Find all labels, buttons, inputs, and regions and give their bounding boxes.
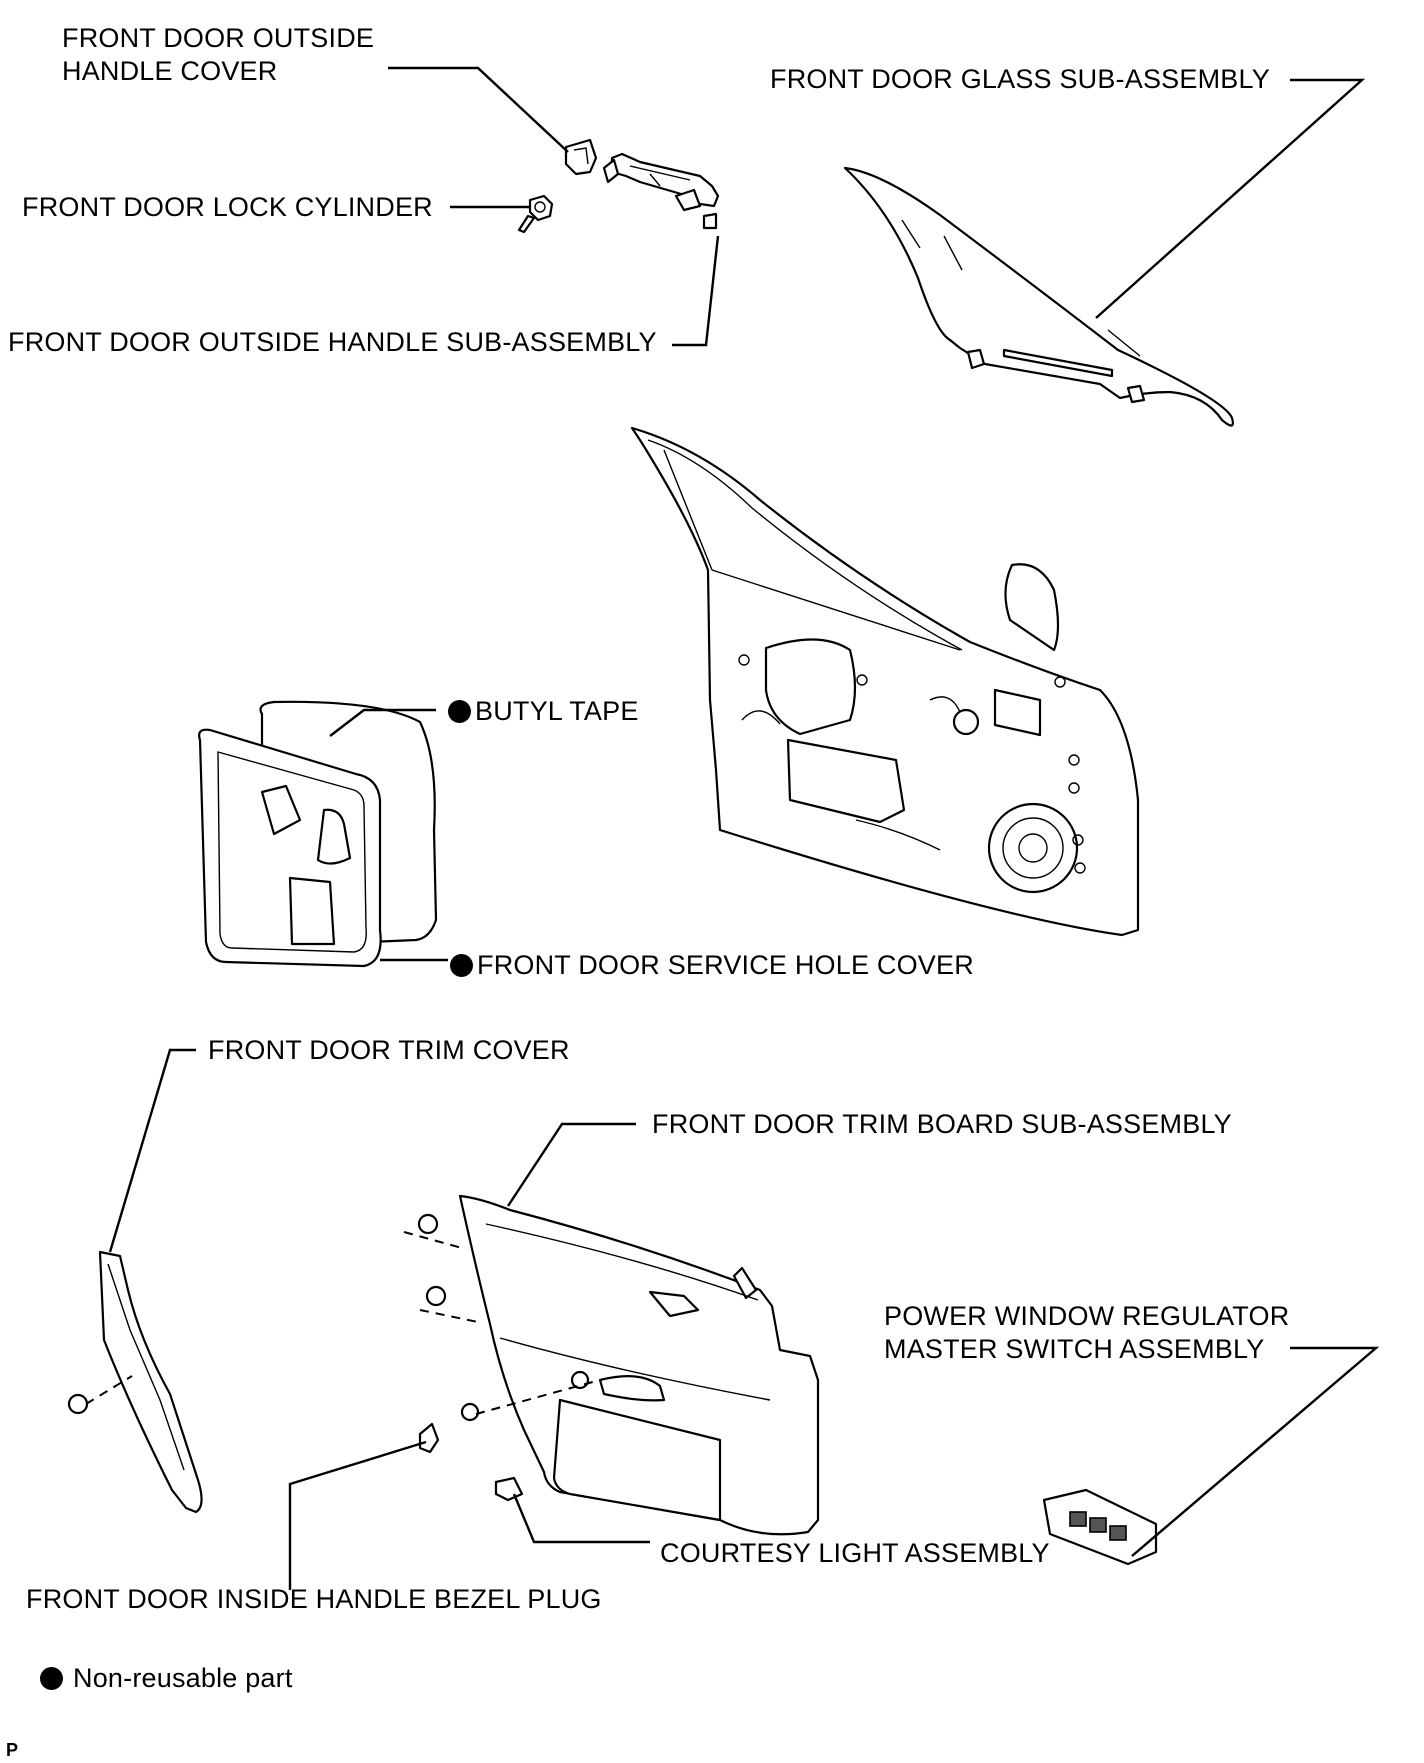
non-reusable-marker-icon [450, 954, 473, 977]
label-courtesy-light-assembly: COURTESY LIGHT ASSEMBLY [660, 1538, 1050, 1568]
label-trim-cover: FRONT DOOR TRIM COVER [208, 1035, 570, 1065]
leader-bezel-plug [288, 1440, 427, 1590]
outside-handle-cover-part [564, 138, 598, 176]
label-inside-handle-bezel-plug: FRONT DOOR INSIDE HANDLE BEZEL PLUG [26, 1584, 602, 1614]
bezel-plug-part [418, 1422, 440, 1454]
leader-trim-board [506, 1122, 636, 1207]
fastener-dashed-lines [85, 1231, 601, 1415]
leader-courtesy-light [512, 1493, 650, 1544]
leader-glass [1095, 78, 1366, 319]
label-master-switch-line1: POWER WINDOW REGULATOR [884, 1301, 1290, 1331]
lock-cylinder-part [517, 194, 554, 234]
door-panel-part [630, 426, 1140, 937]
legend-non-reusable: Non-reusable part [40, 1662, 293, 1694]
non-reusable-marker-icon [448, 700, 471, 723]
master-switch-part [1042, 1488, 1158, 1566]
leader-trim-cover [108, 1048, 196, 1253]
butyl-tape-text: BUTYL TAPE [475, 696, 639, 726]
label-butyl-tape: BUTYL TAPE [448, 695, 639, 727]
door-glass-part [843, 166, 1234, 427]
non-reusable-legend-icon [40, 1667, 63, 1690]
legend-text: Non-reusable part [73, 1663, 293, 1693]
label-glass-sub-assembly: FRONT DOOR GLASS SUB-ASSEMBLY [770, 64, 1270, 94]
label-service-hole-cover: FRONT DOOR SERVICE HOLE COVER [450, 949, 974, 981]
service-hole-cover-text: FRONT DOOR SERVICE HOLE COVER [477, 950, 974, 980]
label-lock-cylinder: FRONT DOOR LOCK CYLINDER [22, 192, 433, 222]
label-master-switch-line2: MASTER SWITCH ASSEMBLY [884, 1334, 1265, 1364]
label-outside-handle-cover-line2: HANDLE COVER [62, 56, 278, 86]
label-outside-handle-sub-assembly: FRONT DOOR OUTSIDE HANDLE SUB-ASSEMBLY [8, 327, 657, 357]
leader-outside-handle-cover [388, 66, 569, 153]
trim-board-part [417, 1194, 820, 1536]
outside-handle-part [602, 152, 720, 230]
corner-mark: P [6, 1740, 19, 1760]
label-outside-handle-cover-line1: FRONT DOOR OUTSIDE [62, 23, 375, 53]
courtesy-light-part [494, 1476, 524, 1502]
leader-outside-handle-sub-assembly [672, 235, 720, 347]
label-trim-board-sub-assembly: FRONT DOOR TRIM BOARD SUB-ASSEMBLY [652, 1109, 1232, 1139]
leader-master-switch [1131, 1346, 1380, 1557]
leader-lines [108, 66, 1380, 1590]
trim-cover-part [67, 1250, 203, 1514]
leader-butyl-tape [329, 708, 436, 737]
service-hole-cover-part [198, 700, 438, 968]
